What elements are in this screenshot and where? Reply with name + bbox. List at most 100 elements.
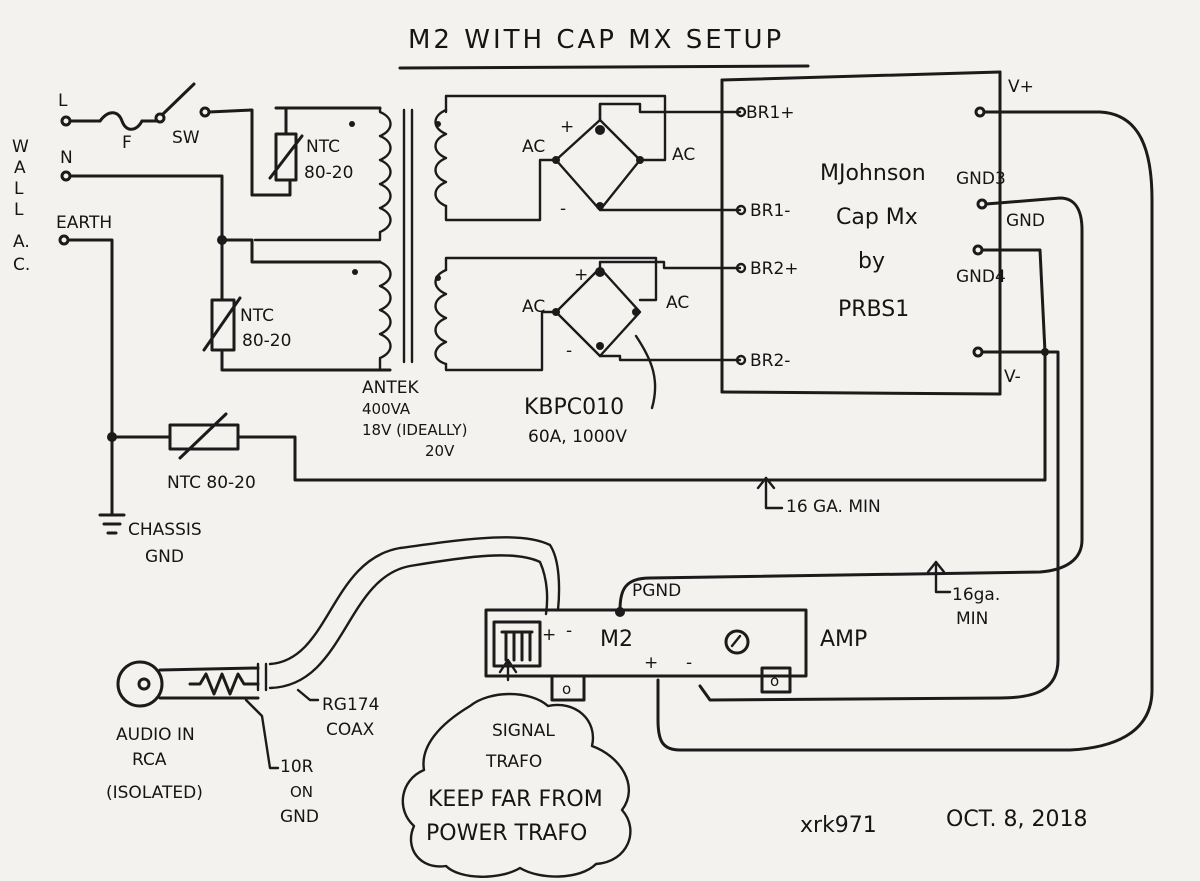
transformer-voltage-ideal: 20V xyxy=(425,442,455,460)
volume-pot-icon[interactable] xyxy=(724,629,750,655)
bridge-part-number: KBPC010 xyxy=(524,395,624,420)
cloud-trafo: TRAFO xyxy=(485,752,542,772)
diagram-title: M2 WITH CAP MX SETUP xyxy=(408,25,784,55)
cloud-power-trafo: POWER TRAFO xyxy=(426,821,587,846)
bridge1-minus: - xyxy=(560,199,566,219)
ntc-upper-label: NTC xyxy=(306,137,340,157)
input-connector xyxy=(492,620,542,668)
bridge-rectifier-1 xyxy=(444,94,742,222)
mount-tab-right xyxy=(760,666,792,694)
date-signature: OCT. 8, 2018 xyxy=(946,807,1087,832)
resistor-leader xyxy=(244,698,280,770)
bridge1-plus: + xyxy=(560,117,574,137)
capmx-board xyxy=(720,70,1002,396)
amp-gauge-arrow xyxy=(934,560,952,594)
chassis-label: CHASSIS xyxy=(128,520,202,540)
ntc-lower-value: 80-20 xyxy=(242,331,291,351)
svg-text:L: L xyxy=(14,179,24,199)
resistor-value: 10R xyxy=(280,757,314,777)
transformer-model: ANTEK xyxy=(362,378,419,398)
br2-plus-label: BR2+ xyxy=(750,259,799,279)
ntc-upper-symbol xyxy=(268,106,304,182)
bridge1-ac-right: AC xyxy=(672,145,695,165)
amp-minus-label: - xyxy=(686,653,692,673)
br2-minus-label: BR2- xyxy=(750,351,790,371)
pgnd-label: PGND xyxy=(632,581,681,601)
gnd-label: GND xyxy=(1006,211,1045,231)
junction-dot xyxy=(107,432,117,442)
vminus-label: V- xyxy=(1004,367,1021,387)
capmx-by: by xyxy=(858,249,885,274)
svg-text:o: o xyxy=(770,672,779,690)
fuse-symbol xyxy=(98,111,144,131)
bridge-rectifier-2 xyxy=(444,256,742,372)
gnd3-label: GND3 xyxy=(956,169,1006,189)
amp-input-plus: + xyxy=(542,625,556,645)
cloud-signal: SIGNAL xyxy=(492,721,555,741)
chassis-ground-symbol xyxy=(98,513,126,535)
title-underline xyxy=(398,64,810,70)
capmx-model: Cap Mx xyxy=(836,205,918,230)
resistor-on: ON xyxy=(290,783,313,801)
earth-label: EARTH xyxy=(56,213,112,233)
neutral-label: N xyxy=(60,148,73,168)
bridge2-ac-right: AC xyxy=(666,293,689,313)
amp-board xyxy=(484,608,808,702)
ntc-upper-value: 80-20 xyxy=(304,163,353,183)
ntc-ground-label: NTC 80-20 xyxy=(167,473,256,493)
amp-model: M2 xyxy=(600,627,633,652)
output-wiring xyxy=(618,106,1154,752)
br2-minus-terminal xyxy=(735,354,747,366)
bridge2-ac-left: AC xyxy=(522,297,545,317)
bridge1-ac-left: AC xyxy=(522,137,545,157)
rca-jack xyxy=(116,660,260,708)
transformer-va: 400VA xyxy=(362,400,411,418)
vplus-label: V+ xyxy=(1008,77,1034,97)
svg-text:A: A xyxy=(14,158,26,178)
ntc-ground-symbol xyxy=(168,412,240,460)
br1-minus-label: BR1- xyxy=(750,201,790,221)
svg-text:L: L xyxy=(14,200,24,220)
bridge1-plus-lead xyxy=(598,102,742,122)
wall-ac-label: W A L L A. C. xyxy=(12,137,30,275)
chassis-gnd-label: GND xyxy=(145,547,184,567)
power-transformer-symbol xyxy=(253,106,448,372)
br1-plus-terminal xyxy=(735,106,747,118)
resistor-gnd: GND xyxy=(280,807,319,827)
bridge2-plus: + xyxy=(574,265,588,285)
capmx-designer: PRBS1 xyxy=(838,297,909,322)
rca-audio-label: AUDIO IN xyxy=(116,725,195,745)
ntc-lower-symbol xyxy=(202,296,242,352)
power-gauge-arrow xyxy=(764,476,784,510)
capmx-author: MJohnson xyxy=(820,161,926,186)
rca-type-label: RCA xyxy=(132,750,167,770)
switch-contact xyxy=(154,112,166,124)
svg-text:C.: C. xyxy=(13,255,30,275)
amp-plus-label: + xyxy=(644,653,658,673)
svg-text:W: W xyxy=(12,137,29,157)
amp-label: AMP xyxy=(820,627,867,652)
author-signature: xrk971 xyxy=(800,813,877,838)
br1-plus-label: BR1+ xyxy=(746,103,795,123)
bridge-part-leader xyxy=(634,334,657,410)
gnd4-label: GND4 xyxy=(956,267,1006,287)
bridge2-minus: - xyxy=(566,341,572,361)
resistor-10r xyxy=(188,672,260,696)
line-label: L xyxy=(58,91,68,111)
br1-minus-terminal xyxy=(735,204,747,216)
svg-text:o: o xyxy=(562,680,571,698)
amp-input-minus: - xyxy=(566,621,572,641)
ntc-lower-label: NTC xyxy=(240,306,274,326)
mount-tab-left xyxy=(550,674,586,702)
transformer-voltage: 18V (IDEALLY) xyxy=(362,421,467,439)
fuse-label: F xyxy=(122,133,132,153)
svg-text:A.: A. xyxy=(13,232,30,252)
rca-isolated-label: (ISOLATED) xyxy=(106,783,203,803)
cloud-keep-far: KEEP FAR FROM xyxy=(428,787,603,812)
br2-plus-terminal xyxy=(735,262,747,274)
junction-dot xyxy=(217,235,227,245)
note-cloud xyxy=(401,658,632,878)
switch-label: SW xyxy=(172,128,200,148)
